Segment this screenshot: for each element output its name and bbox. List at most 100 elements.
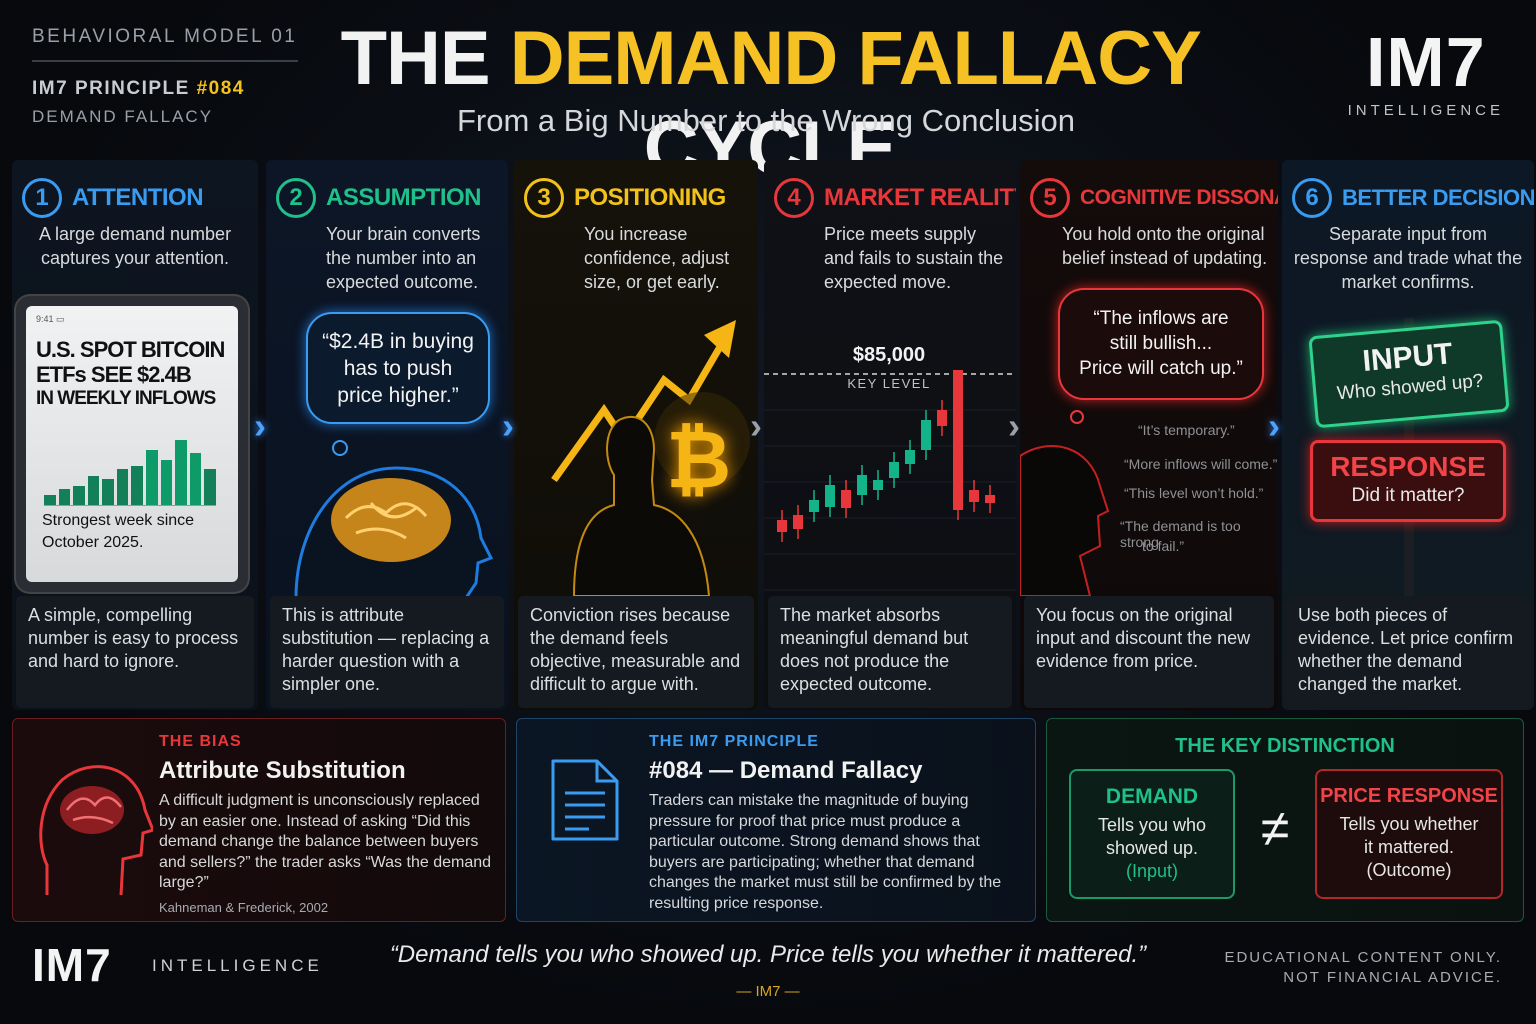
candle-body	[777, 520, 787, 532]
step-description: Price meets supply and fails to sustain …	[824, 224, 1004, 292]
candle-body	[841, 490, 851, 508]
tablet-status: 9:41 ▭	[36, 314, 65, 324]
footer-brand-tagline: INTELLIGENCE	[152, 956, 323, 975]
step-description: Your brain converts the number into an e…	[326, 224, 481, 292]
inflow-bar	[131, 466, 144, 505]
principle-kicker: THE IM7 PRINCIPLE	[649, 733, 819, 750]
step-description: Separate input from response and trade w…	[1293, 224, 1523, 292]
head-silhouette	[1020, 445, 1110, 596]
disclaimer-line: NOT FINANCIAL ADVICE.	[1283, 969, 1502, 986]
price-response-line: (Outcome)	[1366, 860, 1452, 880]
principle-number: #084	[196, 78, 245, 99]
disclaimer: EDUCATIONAL CONTENT ONLY. NOT FINANCIAL …	[1224, 948, 1502, 988]
response-sign-title: RESPONSE	[1330, 451, 1486, 482]
title-left: THE	[340, 16, 491, 101]
speech-bubble: “The inflows are still bullish... Price …	[1058, 288, 1264, 400]
bias-content: THE BIAS Attribute Substitution A diffic…	[159, 733, 491, 915]
step-title: POSITIONING	[574, 184, 726, 211]
bubble-line: “$2.4B in buying	[322, 330, 474, 353]
step-title: ASSUMPTION	[326, 184, 482, 211]
rising-arrow-illustration	[551, 320, 750, 596]
bitcoin-icon: ₿	[666, 415, 732, 504]
step-panel-market-reality: 4 MARKET REALITY Price meets supply and …	[764, 160, 1016, 710]
candle-body	[857, 475, 867, 495]
thought-text: “More inflows will come.”	[1124, 456, 1278, 472]
step-number: 3	[524, 178, 564, 218]
step-number: 4	[774, 178, 814, 218]
inflow-bar	[44, 495, 56, 505]
response-sign-sub: Did it matter?	[1351, 485, 1465, 506]
inflow-bar	[146, 449, 158, 505]
inflow-bar	[204, 469, 216, 505]
step-header: 6 BETTER DECISION	[1292, 178, 1534, 218]
chevron-right-icon: ›	[254, 405, 266, 446]
title-highlight: DEMAND FALLACY	[509, 16, 1201, 101]
tablet-illustration: 9:41 ▭ U.S. SPOT BITCOIN ETFs SEE $2.4B …	[16, 296, 248, 592]
step-title: COGNITIVE DISSONANCE	[1080, 186, 1278, 209]
input-sign: INPUT Who showed up?	[1308, 319, 1510, 429]
inflow-bar-chart	[44, 440, 216, 506]
inflow-bar	[116, 469, 129, 505]
inflow-bar	[175, 440, 187, 505]
brand-name: IM7	[1365, 23, 1486, 101]
bias-heading: Attribute Substitution	[159, 757, 406, 784]
step-footnote: You focus on the original input and disc…	[1024, 596, 1274, 708]
footer-quote: “Demand tells you who showed up. Price t…	[389, 941, 1147, 968]
thought-text: to fail.”	[1142, 538, 1185, 554]
candle-body	[889, 462, 899, 478]
step-header: 4 MARKET REALITY	[774, 178, 1016, 218]
demand-card: DEMAND Tells you who showed up. (Input)	[1069, 769, 1235, 899]
step-number: 6	[1292, 178, 1332, 218]
price-response-line: Tells you whether	[1339, 814, 1479, 834]
step-footnote: A simple, compelling number is easy to p…	[16, 596, 254, 708]
candle-body	[937, 410, 947, 426]
step-number: 2	[276, 178, 316, 218]
thought-text: “The demand is too strong	[1120, 518, 1241, 550]
principle-tag: IM7 PRINCIPLE #084	[32, 78, 245, 100]
step-panel-assumption: 2 ASSUMPTION Your brain converts the num…	[266, 160, 508, 710]
step-title: MARKET REALITY	[824, 184, 1016, 211]
step-number: 1	[22, 178, 62, 218]
head-brain-icon	[39, 765, 153, 895]
bias-citation: Kahneman & Frederick, 2002	[159, 899, 329, 915]
bubble-line: price higher.”	[337, 384, 459, 407]
step-title: BETTER DECISION	[1342, 185, 1534, 210]
disclaimer-line: EDUCATIONAL CONTENT ONLY.	[1224, 949, 1502, 966]
candle-body	[793, 515, 803, 529]
step-footnote: Conviction rises because the demand feel…	[518, 596, 754, 708]
thought-text: “This level won’t hold.”	[1124, 485, 1264, 501]
principle-prefix: IM7 PRINCIPLE	[32, 78, 190, 99]
headline-line: U.S. SPOT BITCOIN	[36, 337, 225, 362]
key-level-price: $85,000	[852, 344, 926, 366]
bubble-line: Price will catch up.”	[1079, 358, 1243, 379]
headline-line: IN WEEKLY INFLOWS	[36, 388, 216, 409]
principle-subtitle: DEMAND FALLACY	[32, 107, 214, 126]
candle-body	[809, 500, 819, 512]
chevron-right-icon: ›	[1268, 405, 1280, 446]
thought-dot	[332, 440, 348, 456]
brand-tagline: INTELLIGENCE	[1347, 102, 1504, 119]
tablet-caption: Strongest week since	[42, 512, 195, 529]
step-description: You hold onto the original belief instea…	[1062, 224, 1268, 268]
demand-line: Tells you who	[1097, 815, 1207, 835]
principle-heading: #084 — Demand Fallacy	[649, 757, 923, 784]
demand-line: showed up.	[1105, 838, 1199, 858]
bubble-line: still bullish...	[1109, 333, 1213, 354]
headline-line: ETFs SEE $2.4B	[36, 362, 192, 387]
step-header: 2 ASSUMPTION	[276, 178, 504, 218]
price-response-line: it mattered.	[1363, 837, 1455, 857]
thought-dot	[1070, 410, 1084, 424]
step-panel-positioning: 3 POSITIONING You increase confidence, a…	[514, 160, 758, 710]
step-footnote: The market absorbs meaningful demand but…	[768, 596, 1012, 708]
candle-body	[953, 370, 963, 510]
divider	[32, 60, 298, 62]
key-level-label: KEY LEVEL	[847, 376, 931, 391]
step-header: 3 POSITIONING	[524, 178, 754, 218]
brand-logo: IM7 INTELLIGENCE	[1348, 26, 1504, 119]
chevron-right-icon: ›	[750, 405, 762, 446]
thought-text: “It’s temporary.”	[1138, 422, 1235, 438]
distinction-kicker: THE KEY DISTINCTION	[1175, 735, 1395, 757]
candlestick-chart	[764, 370, 1016, 591]
bubble-line: “The inflows are	[1093, 308, 1229, 329]
page-subtitle: From a Big Number to the Wrong Conclusio…	[457, 103, 1075, 138]
